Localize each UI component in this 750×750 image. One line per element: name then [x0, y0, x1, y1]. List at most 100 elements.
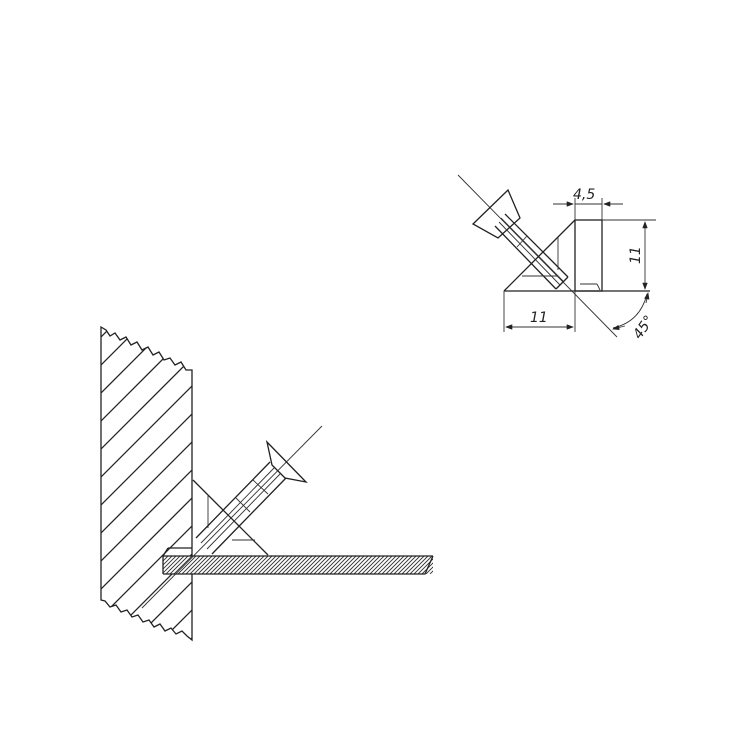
hatch-line [197, 556, 217, 574]
hatch-line [163, 556, 177, 570]
hatch-line [229, 556, 249, 574]
hatch-line [389, 556, 409, 574]
hatch-line [101, 327, 192, 640]
hatch-line [245, 556, 265, 574]
hatch-line [101, 327, 192, 640]
screw [141, 425, 323, 609]
hatch-line [353, 556, 373, 574]
hatch-line [269, 556, 289, 574]
hatch-line [151, 327, 192, 640]
hatch-line [253, 556, 273, 574]
hatch-line [349, 556, 369, 574]
hatch-line [181, 556, 201, 574]
bracket-profile [503, 219, 650, 292]
hatch-line [373, 556, 393, 574]
wall-section [0, 320, 193, 650]
hatch-line [185, 556, 205, 574]
hatch-line [413, 556, 433, 574]
hatch-line [329, 556, 349, 574]
hatch-line [397, 556, 417, 574]
hatch-line [177, 556, 197, 574]
hatch-line [409, 556, 429, 574]
hatch-line [249, 556, 269, 574]
hatch-line [341, 556, 361, 574]
screw-axis-line [457, 174, 618, 338]
hatch-line [361, 556, 381, 574]
dim-height-label: 11 [628, 246, 644, 264]
dimension-height: 11 [602, 219, 656, 290]
hatch-line [325, 556, 345, 574]
dim-plate-thickness-label: 4,5 [573, 187, 595, 203]
assembly-view [0, 320, 456, 650]
hatch-line [333, 556, 353, 574]
bracket [162, 479, 269, 557]
hatch-line [123, 327, 192, 640]
hatch-line [405, 556, 425, 574]
hatch-line [273, 556, 293, 574]
hatch-line [301, 556, 321, 574]
dimension-angle: 45° [612, 292, 658, 342]
dimension-plate-thickness: 4,5 [553, 187, 623, 220]
shelf-section [142, 555, 456, 575]
hatch-line [241, 556, 261, 574]
hatch-line [385, 556, 405, 574]
hatch-line [377, 556, 397, 574]
hatch-line [297, 556, 317, 574]
screw-head [471, 188, 521, 239]
hatch-line [321, 556, 341, 574]
screw-axis-line [141, 425, 323, 609]
hatch-line [101, 327, 192, 640]
hatch-line [317, 556, 337, 574]
hatch-line [233, 556, 253, 574]
hatch-line [0, 320, 90, 650]
hatch-line [357, 556, 377, 574]
hatch-line [101, 327, 119, 640]
hatch-line [285, 556, 305, 574]
hatch-line [293, 556, 313, 574]
hatch-line [169, 556, 189, 574]
hatch-line [417, 558, 433, 574]
hatch-line [281, 556, 301, 574]
hatch-line [142, 556, 160, 574]
hatch-line [425, 566, 433, 574]
hatch-line [101, 327, 192, 640]
hatch-line [337, 556, 357, 574]
hatch-line [438, 556, 456, 574]
hatch-line [401, 556, 421, 574]
hatch-line [173, 556, 193, 574]
hatch-line [237, 556, 257, 574]
hatch-line [369, 556, 389, 574]
hatch-line [217, 556, 237, 574]
hatch-line [163, 556, 165, 558]
hatch-line [421, 562, 433, 574]
hatch-line [265, 556, 285, 574]
hatch-line [345, 556, 365, 574]
screw-detail [471, 188, 569, 290]
hatch-line [225, 556, 245, 574]
hatch-line [165, 556, 185, 574]
hatch-line [101, 327, 192, 640]
hatch-line [289, 556, 309, 574]
hatch-line [201, 556, 221, 574]
screw-head [265, 439, 308, 484]
hatch-line [101, 327, 175, 640]
dimension-width: 11 [503, 291, 576, 332]
hatch-line [381, 556, 401, 574]
dim-width-label: 11 [530, 310, 548, 326]
hatch-line [101, 327, 192, 640]
hatch-line [101, 327, 192, 640]
hatch-line [305, 556, 325, 574]
hatch-line [221, 556, 241, 574]
hatch-line [193, 556, 213, 574]
hatch-line [261, 556, 281, 574]
bracket-detail-view: 4,5 11 11 45° [457, 174, 658, 342]
hatch-line [163, 556, 181, 574]
hatch-line [213, 556, 233, 574]
hatch-line [163, 556, 173, 566]
hatch-line [101, 327, 192, 640]
hatch-line [365, 556, 385, 574]
hatch-line [393, 556, 413, 574]
hatch-line [313, 556, 333, 574]
